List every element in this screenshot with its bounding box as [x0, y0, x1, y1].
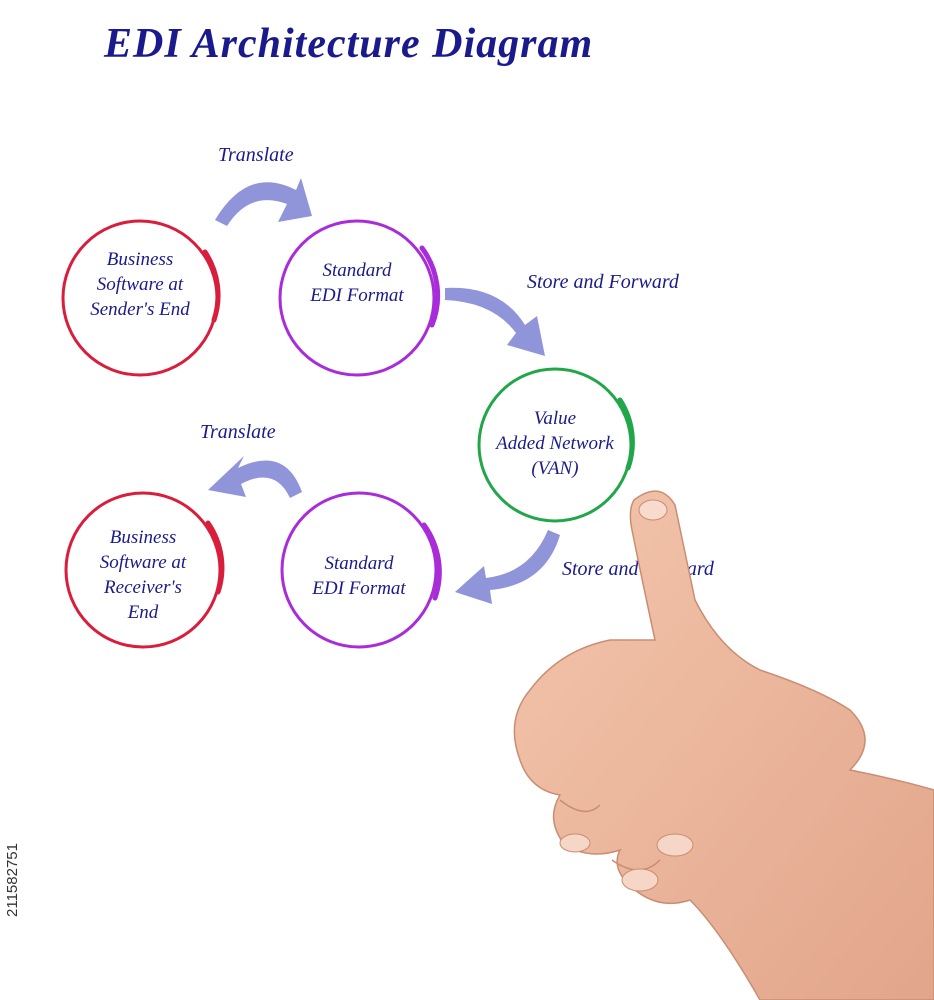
arrow-translate-bottom	[208, 456, 302, 498]
node-sender-label: Business Software at Sender's End	[90, 249, 190, 320]
node-edi-top-label: Standard EDI Format	[310, 260, 404, 306]
node-receiver-label: Business Software at Receiver's End	[99, 527, 187, 623]
arrow-store-forward-bottom	[455, 530, 560, 604]
arrow-store-forward-top	[445, 287, 545, 356]
node-van-label: Value Added Network (VAN)	[496, 408, 614, 479]
node-receiver-ring	[64, 491, 225, 649]
edge-label-translate-top: Translate	[218, 144, 294, 166]
node-edi-bottom-ring	[280, 491, 442, 649]
node-edi-top-ring	[278, 219, 441, 377]
diagram-title: EDI Architecture Diagram	[104, 21, 594, 67]
node-edi-bottom-label: Standard EDI Format	[312, 553, 406, 599]
edge-label-translate-bottom: Translate	[200, 421, 276, 443]
node-van-ring	[477, 367, 635, 523]
hand-icon	[513, 490, 934, 1000]
edge-label-store-forward-top: Store and Forward	[527, 271, 679, 293]
node-sender-ring	[61, 219, 221, 377]
arrow-translate-top	[215, 178, 312, 226]
stock-image-id: 211582751	[4, 843, 21, 917]
